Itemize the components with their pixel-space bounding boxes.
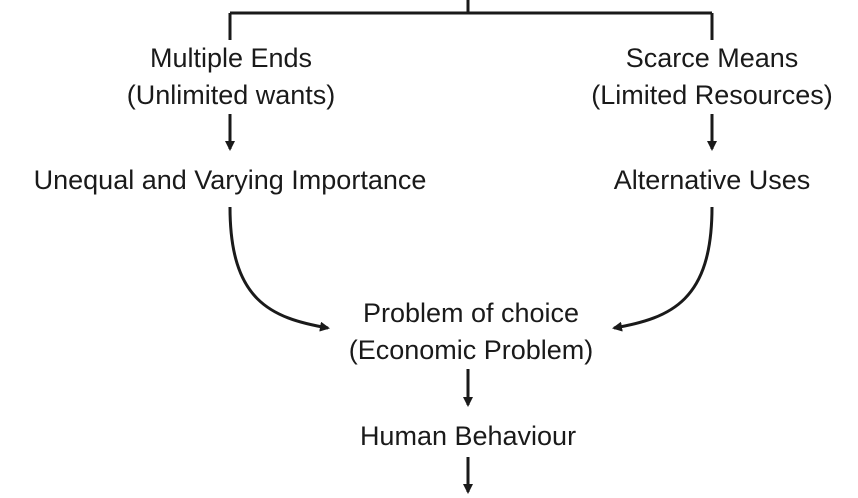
node-human-behaviour: Human Behaviour <box>360 421 576 451</box>
scarce-means-title: Scarce Means <box>626 43 799 73</box>
curve-arrow-alternative-to-problem <box>612 206 714 332</box>
node-multiple-ends: Multiple Ends (Unlimited wants) <box>127 43 336 110</box>
node-problem-of-choice: Problem of choice (Economic Problem) <box>349 298 594 365</box>
problem-of-choice-subtitle: (Economic Problem) <box>349 335 594 365</box>
problem-of-choice-title: Problem of choice <box>363 298 579 328</box>
node-unequal-varying-importance: Unequal and Varying Importance <box>34 165 427 195</box>
top-branch-connector <box>228 0 714 40</box>
curve-arrow-unequal-to-problem <box>228 206 330 332</box>
multiple-ends-subtitle: (Unlimited wants) <box>127 80 336 110</box>
node-alternative-uses: Alternative Uses <box>614 165 811 195</box>
multiple-ends-title: Multiple Ends <box>150 43 312 73</box>
scarce-means-subtitle: (Limited Resources) <box>591 80 833 110</box>
node-scarce-means: Scarce Means (Limited Resources) <box>591 43 833 110</box>
